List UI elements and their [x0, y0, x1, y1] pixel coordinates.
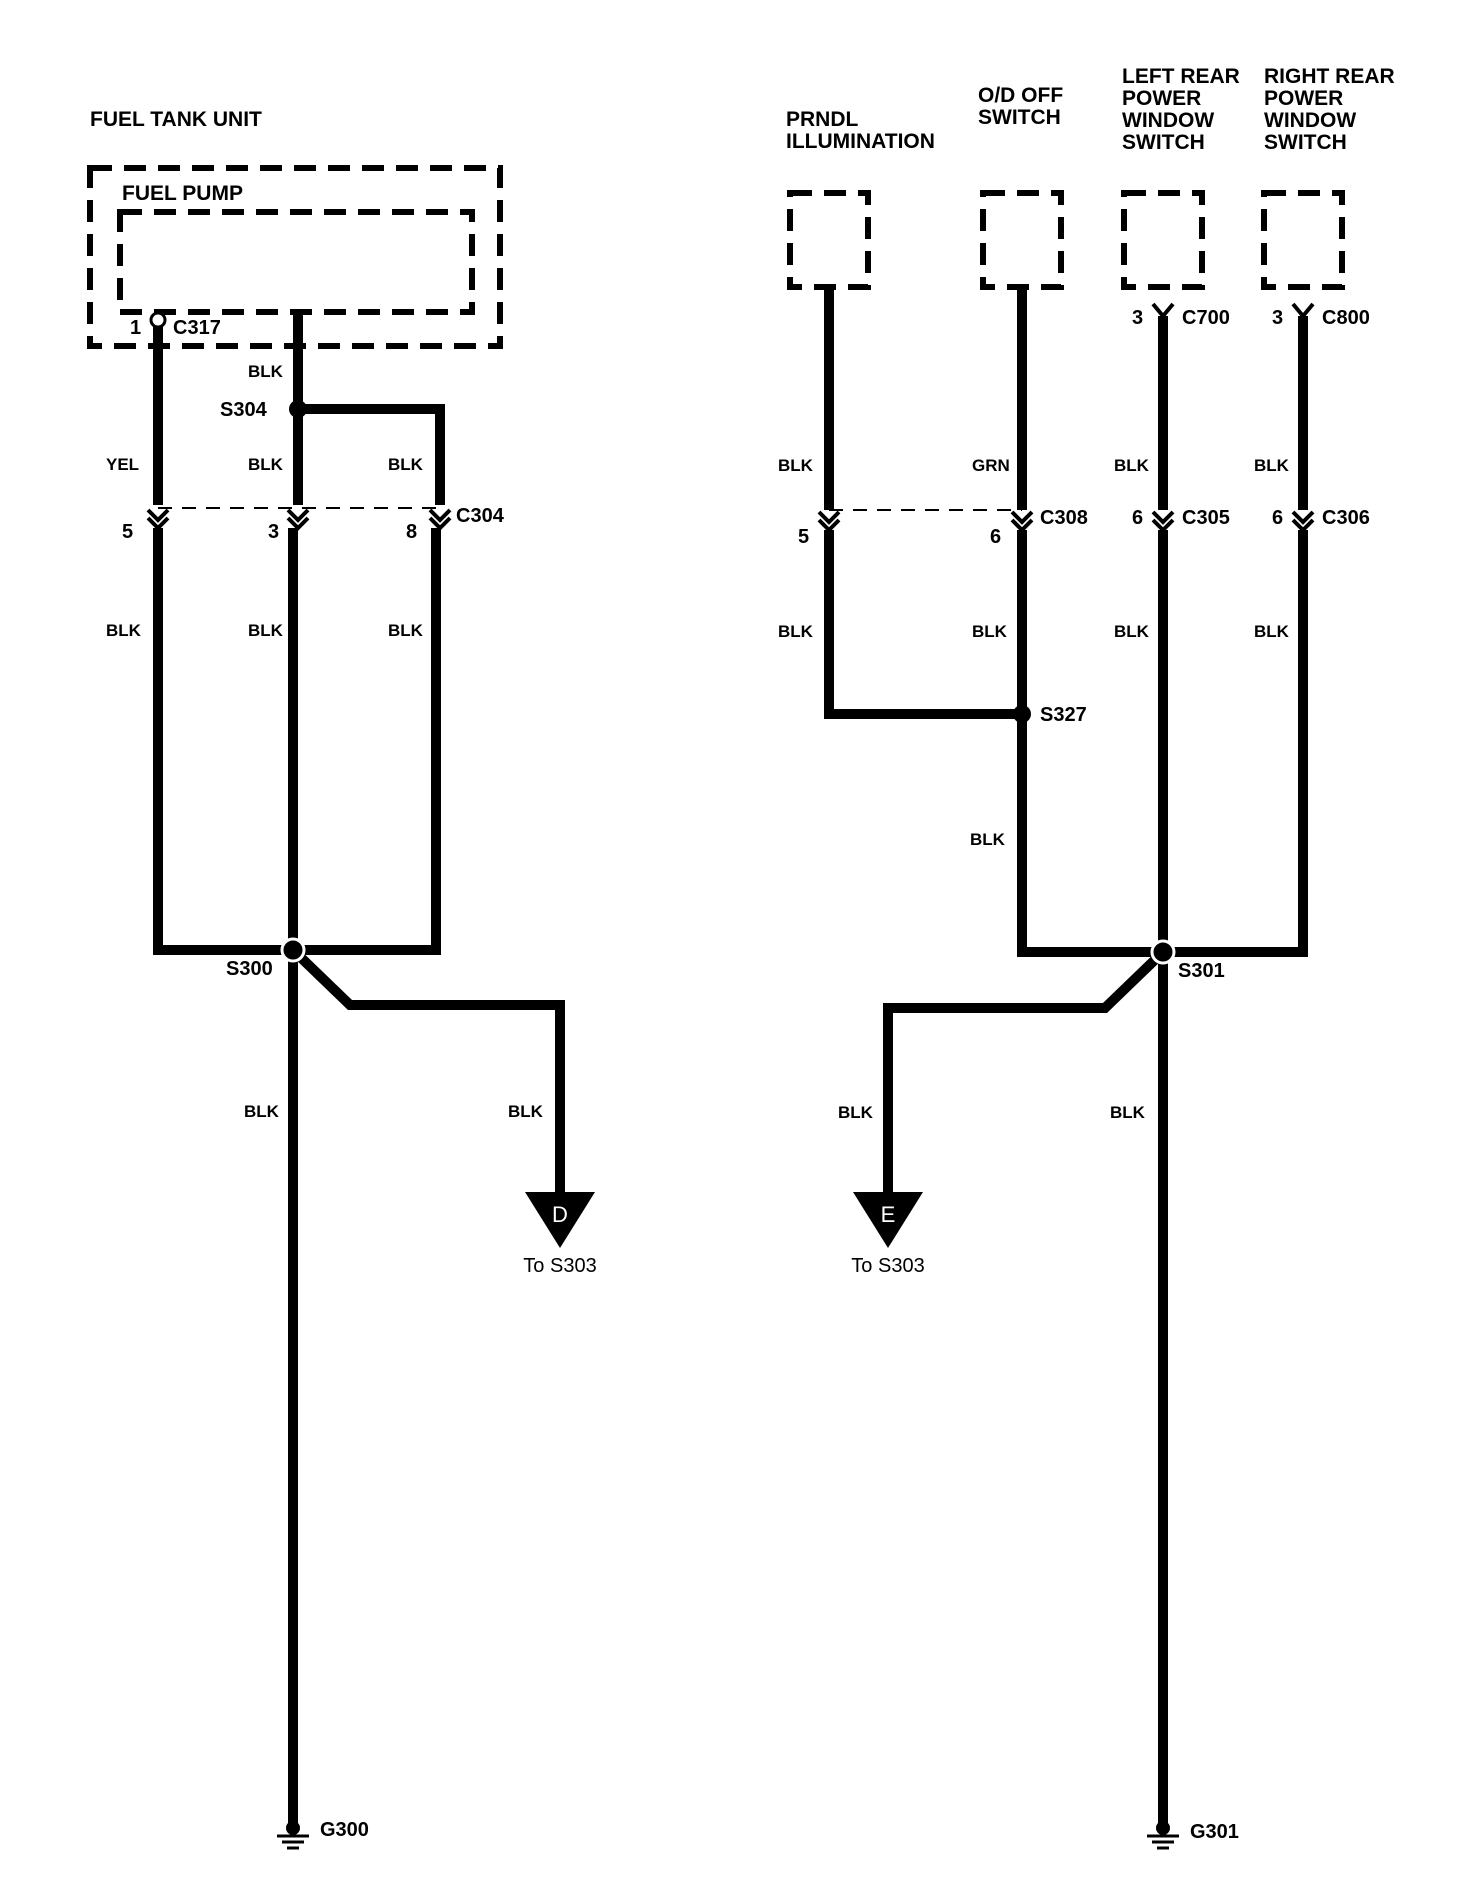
wire-label-blk-4: BLK [106, 621, 142, 640]
left-rear-label-line1: LEFT REAR [1122, 65, 1240, 88]
c700-connector-label: C700 [1182, 307, 1230, 329]
wire-label-blk-2: BLK [248, 455, 284, 474]
wire-blk-c304-5 [153, 528, 293, 955]
wire-blk-c306 [1163, 530, 1308, 957]
ground-g300-label: G300 [320, 1819, 369, 1841]
wire-label-blk-13: BLK [972, 622, 1008, 641]
wire-s304-branch [298, 404, 445, 505]
wire-label-blk-6: BLK [388, 621, 424, 640]
offpage-arrow-e [853, 1192, 923, 1248]
ground-symbol-g301 [1147, 1821, 1179, 1850]
wire-label-grn: GRN [972, 456, 1010, 475]
c306-connector-label: C306 [1322, 507, 1370, 529]
c308-connector-label: C308 [1040, 507, 1088, 529]
wire-label-blk-17: BLK [838, 1103, 874, 1122]
ground-symbol-g300 [277, 1821, 309, 1850]
c800-connector-label: C800 [1322, 307, 1370, 329]
wire-label-blk-16: BLK [970, 830, 1006, 849]
c700-c800-terminals [1151, 302, 1315, 320]
wire-blk-to-e [883, 948, 1167, 1195]
wire-label-blk-9: BLK [778, 456, 814, 475]
od-off-component-box [980, 190, 1064, 290]
c304-pin-8: 8 [406, 521, 417, 543]
prndl-label-line1: PRNDL [786, 108, 859, 131]
prndl-label-line2: ILLUMINATION [786, 130, 935, 153]
wire-label-blk-10: BLK [1114, 456, 1150, 475]
splice-s304-label: S304 [220, 399, 268, 421]
wire-label-blk-3: BLK [388, 455, 424, 474]
splice-s300-label: S300 [226, 958, 273, 980]
wire-label-blk-5: BLK [248, 621, 284, 640]
wire-blk-to-d [289, 946, 565, 1195]
splice-s301 [1150, 939, 1176, 965]
offpage-d-letter: D [552, 1202, 568, 1227]
wire-blk-c308-5 [824, 530, 1022, 719]
right-rear-label-line2: POWER [1264, 87, 1343, 110]
od-off-label-line1: O/D OFF [978, 84, 1063, 107]
left-rear-switch-box [1121, 190, 1205, 290]
c305-pin: 6 [1132, 507, 1143, 529]
wire-label-blk-1: BLK [248, 362, 284, 381]
prndl-component-box [787, 190, 871, 290]
ground-g301-label: G301 [1190, 1821, 1239, 1843]
c317-pin-terminal [149, 311, 167, 329]
fuel-pump-outline [117, 209, 475, 315]
right-rear-switch-box [1261, 190, 1345, 290]
wire-label-blk-7: BLK [244, 1102, 280, 1121]
c317-pin-number: 1 [130, 317, 141, 339]
c304-connector-label: C304 [456, 505, 505, 527]
offpage-e-letter: E [881, 1202, 896, 1227]
offpage-arrow-d [525, 1192, 595, 1248]
c308-pin-5: 5 [798, 526, 809, 548]
fuel-tank-unit-label: FUEL TANK UNIT [90, 108, 262, 131]
wire-label-blk-8: BLK [508, 1102, 544, 1121]
c304-pin-5: 5 [122, 521, 133, 543]
c317-connector-label: C317 [173, 317, 221, 339]
wire-label-blk-14: BLK [1114, 622, 1150, 641]
wire-label-blk-12: BLK [778, 622, 814, 641]
c800-pin: 3 [1272, 307, 1283, 329]
c700-pin: 3 [1132, 307, 1143, 329]
splice-s304 [289, 400, 307, 418]
od-off-label-line2: SWITCH [978, 106, 1061, 129]
left-rear-label-line4: SWITCH [1122, 131, 1205, 154]
splice-s327-label: S327 [1040, 704, 1087, 726]
right-rear-label-line3: WINDOW [1264, 109, 1356, 132]
left-rear-label-line3: WINDOW [1122, 109, 1214, 132]
wire-blk-c308-6 [1017, 530, 1163, 957]
offpage-d-text: To S303 [523, 1255, 596, 1277]
right-rear-label-line1: RIGHT REAR [1264, 65, 1395, 88]
c306-pin: 6 [1272, 507, 1283, 529]
wire-label-blk-15: BLK [1254, 622, 1290, 641]
c304-terminals [146, 508, 452, 531]
left-rear-label-line2: POWER [1122, 87, 1201, 110]
wire-blk-c304-8 [293, 528, 441, 955]
wire-label-blk-11: BLK [1254, 456, 1290, 475]
splice-s327 [1013, 705, 1031, 723]
c305-connector-label: C305 [1182, 507, 1230, 529]
c308-pin-6: 6 [990, 526, 1001, 548]
c304-pin-3: 3 [268, 521, 279, 543]
splice-s301-label: S301 [1178, 960, 1225, 982]
offpage-e-text: To S303 [851, 1255, 924, 1277]
wire-label-yel: YEL [106, 455, 139, 474]
right-rear-label-line4: SWITCH [1264, 131, 1347, 154]
fuel-pump-label: FUEL PUMP [122, 182, 243, 205]
wire-label-blk-18: BLK [1110, 1103, 1146, 1122]
splice-s300 [280, 937, 306, 963]
